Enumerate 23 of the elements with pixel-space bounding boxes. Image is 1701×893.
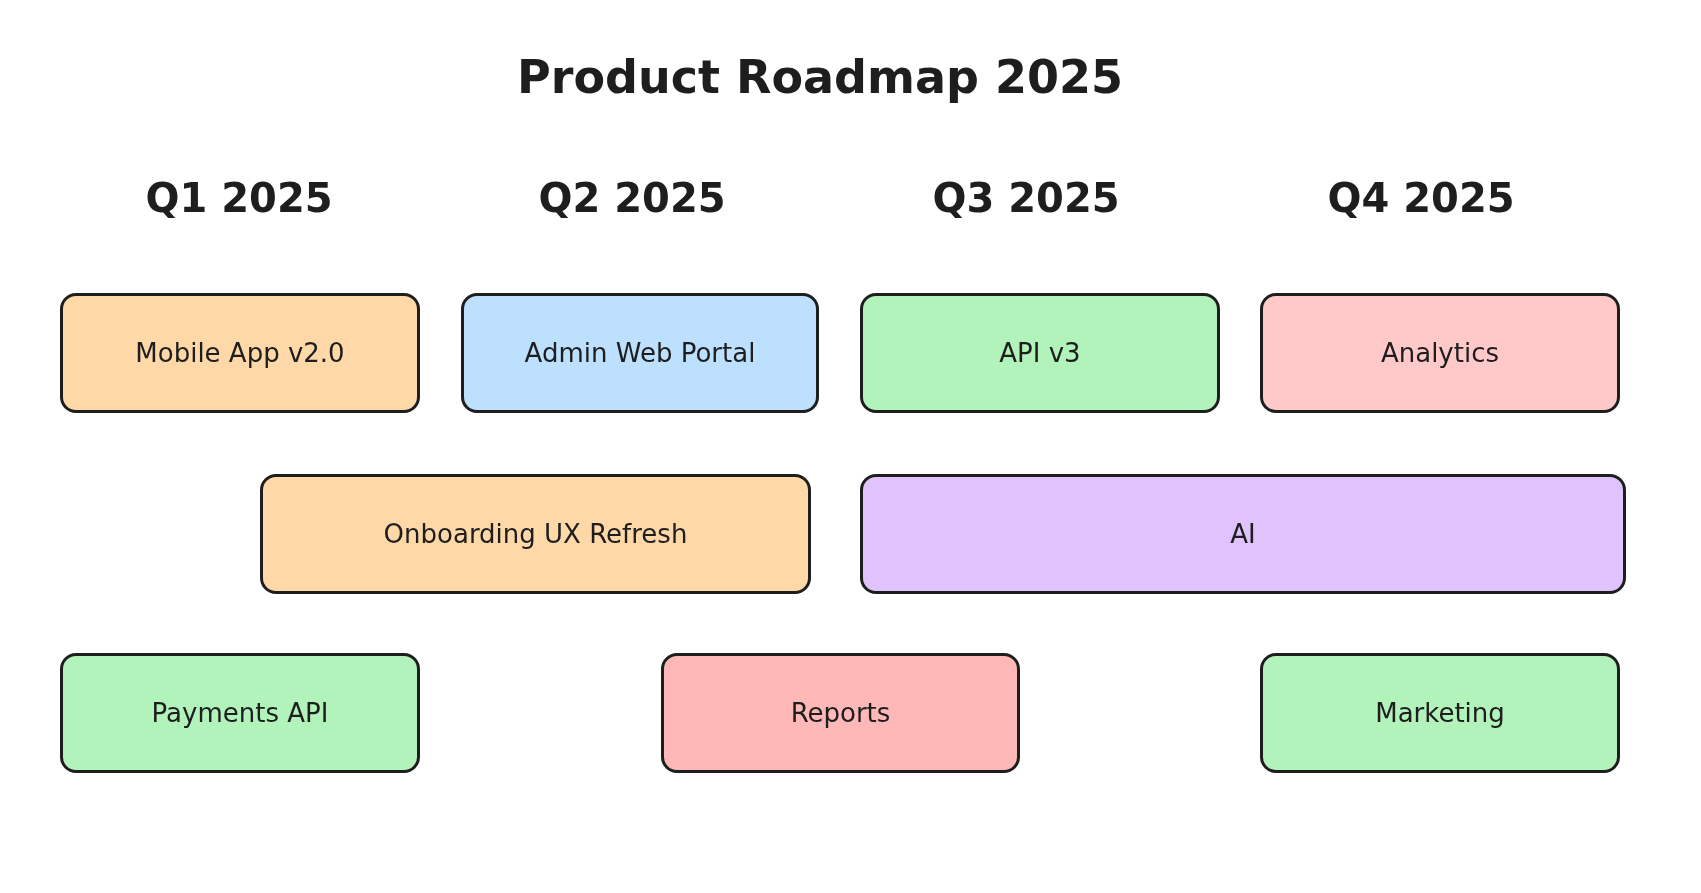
roadmap-title: Product Roadmap 2025 xyxy=(517,50,1123,104)
task-bar xyxy=(461,293,819,413)
task-label: Admin Web Portal xyxy=(524,338,756,368)
task-label: Mobile App v2.0 xyxy=(135,338,345,368)
quarter-heading: Q1 2025 xyxy=(145,175,333,221)
task-label: Analytics xyxy=(1380,338,1500,368)
task-label: Payments API xyxy=(151,698,329,728)
task-bar xyxy=(60,653,420,773)
task-bar xyxy=(860,293,1220,413)
task-label: Onboarding UX Refresh xyxy=(383,519,688,549)
task-bar xyxy=(1260,293,1620,413)
task-bar xyxy=(60,293,420,413)
task-label: Marketing xyxy=(1375,698,1505,728)
quarter-heading: Q4 2025 xyxy=(1327,175,1515,221)
task-bar xyxy=(860,474,1626,594)
quarter-heading: Q3 2025 xyxy=(932,175,1120,221)
task-bar xyxy=(661,653,1020,773)
task-label: Reports xyxy=(790,698,891,728)
quarter-heading: Q2 2025 xyxy=(538,175,726,221)
task-label: AI xyxy=(1230,519,1256,549)
task-bar xyxy=(1260,653,1620,773)
task-label: API v3 xyxy=(999,338,1081,368)
task-bar xyxy=(260,474,811,594)
